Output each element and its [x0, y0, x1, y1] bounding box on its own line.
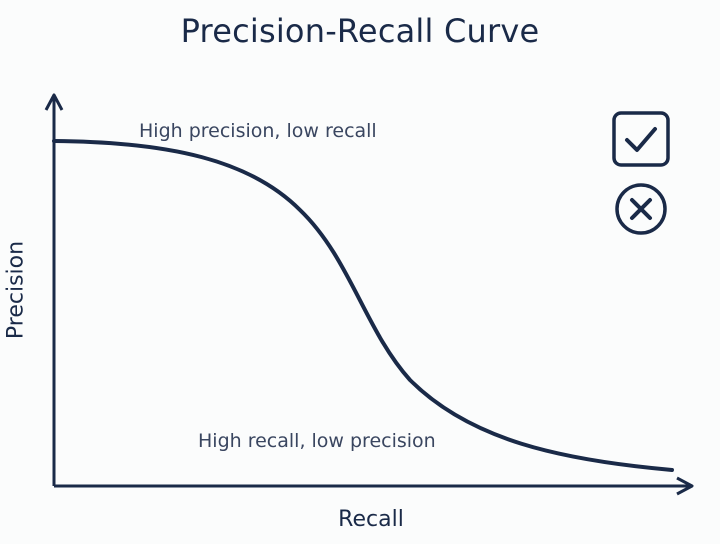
y-axis	[44, 93, 64, 486]
x-axis-label: Recall	[338, 507, 404, 532]
chart-title: Precision-Recall Curve	[180, 12, 540, 50]
x-axis	[54, 476, 694, 496]
annotation-high-precision: High precision, low recall	[139, 120, 377, 142]
checkbox-check-icon	[612, 111, 670, 167]
circle-x-icon	[615, 183, 667, 235]
y-axis-label: Precision	[3, 240, 29, 340]
pr-curve	[52, 139, 674, 472]
annotation-high-recall: High recall, low precision	[198, 430, 436, 452]
